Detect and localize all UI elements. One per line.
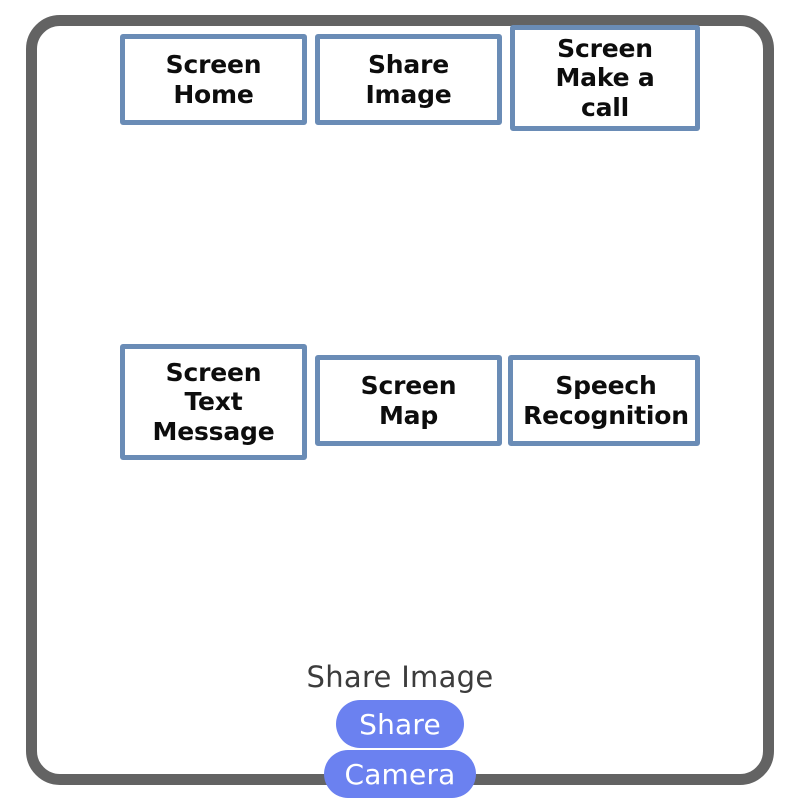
flow-box-label: Screen Text Message <box>152 357 275 446</box>
flow-box-label: Speech Recognition <box>523 371 689 430</box>
flow-box-label: Screen Home <box>165 50 262 109</box>
flow-box-screen-home[interactable]: Screen Home <box>120 34 307 125</box>
flow-box-share-image[interactable]: Share Image <box>315 34 502 125</box>
flow-box-make-a-call[interactable]: Screen Make a call <box>510 25 700 131</box>
share-button[interactable]: Share <box>336 700 464 748</box>
camera-button[interactable]: Camera <box>324 750 476 798</box>
flow-box-label: Screen Map <box>360 371 457 430</box>
flow-box-screen-text-message[interactable]: Screen Text Message <box>120 344 307 460</box>
flow-box-screen-map[interactable]: Screen Map <box>315 355 502 446</box>
flow-box-label: Screen Make a call <box>555 33 655 122</box>
flow-box-label: Share Image <box>365 50 452 109</box>
share-button-label: Share <box>359 707 441 741</box>
camera-button-label: Camera <box>344 757 456 791</box>
flow-box-speech-recognition[interactable]: Speech Recognition <box>508 355 700 446</box>
share-sheet-title: Share Image <box>306 660 494 694</box>
share-sheet: Share Image Share Camera <box>0 663 800 798</box>
